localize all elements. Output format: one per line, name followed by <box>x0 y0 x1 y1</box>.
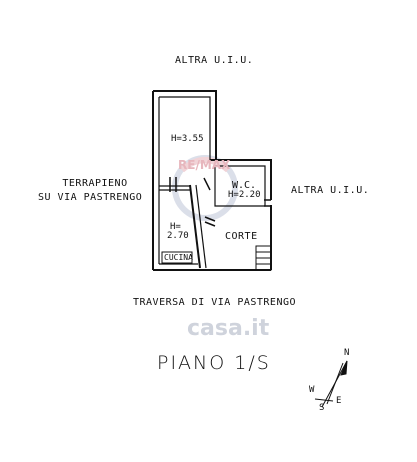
wall-kitchen-slant <box>189 184 201 269</box>
label-north-neighbor: ALTRA U.I.U. <box>175 55 254 66</box>
casa-watermark-text: casa.it <box>187 316 270 341</box>
compass-west: W <box>309 385 315 395</box>
remax-watermark-logo <box>172 155 238 221</box>
label-east-neighbor: ALTRA U.I.U. <box>291 185 370 196</box>
compass-south: S <box>319 403 325 413</box>
compass-north: N <box>344 348 350 358</box>
label-west-line2: SU VIA PASTRENGO <box>38 192 143 203</box>
room-name-corte: CORTE <box>225 231 258 242</box>
label-south-street: TRAVERSA DI VIA PASTRENGO <box>133 297 297 308</box>
wall-upper-room <box>153 90 217 160</box>
room-height-kitchen-1: H= <box>170 222 181 232</box>
room-name-wc: W.C. <box>232 180 257 191</box>
compass-east: E <box>336 396 342 406</box>
room-name-cucina: CUCINA <box>164 253 193 262</box>
remax-watermark-text: RE/MAX <box>178 158 231 172</box>
wall-kitchen-slant-2 <box>195 184 207 269</box>
room-height-wc: H=2.20 <box>228 190 261 200</box>
door-marks <box>169 177 271 227</box>
wall-upper-room-inner <box>159 96 211 160</box>
wall-wc-outer <box>210 159 272 200</box>
room-height-kitchen-2: 2.70 <box>167 231 189 241</box>
kitchen-label-frame <box>161 251 193 264</box>
compass <box>314 360 348 408</box>
room-height-upper: H=3.55 <box>171 134 204 144</box>
stairs <box>255 245 272 271</box>
page-title: PIANO 1/S <box>157 352 271 374</box>
label-west-line1: TERRAPIENO <box>62 178 128 189</box>
